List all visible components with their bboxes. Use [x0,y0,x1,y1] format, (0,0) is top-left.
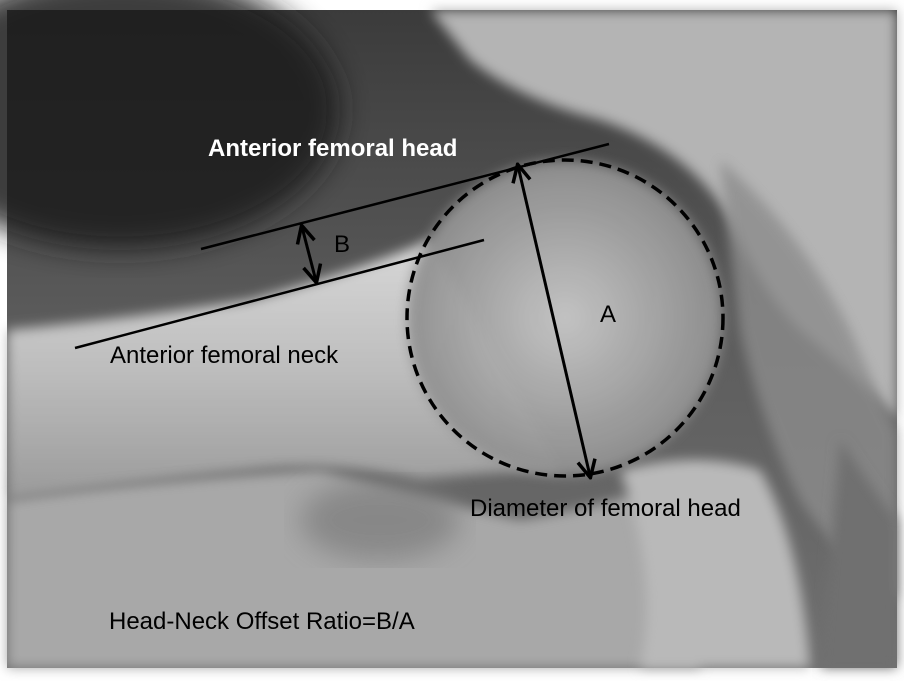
ratio-label: Head-Neck Offset Ratio=B/A [109,608,415,635]
radiograph-image [0,0,897,668]
diameter-label: Diameter of femoral head [470,495,741,522]
b-label: B [334,231,350,258]
anterior-femoral-neck-label: Anterior femoral neck [110,342,339,369]
anterior-femoral-head-label: Anterior femoral head [208,135,457,162]
a-label: A [600,301,616,328]
